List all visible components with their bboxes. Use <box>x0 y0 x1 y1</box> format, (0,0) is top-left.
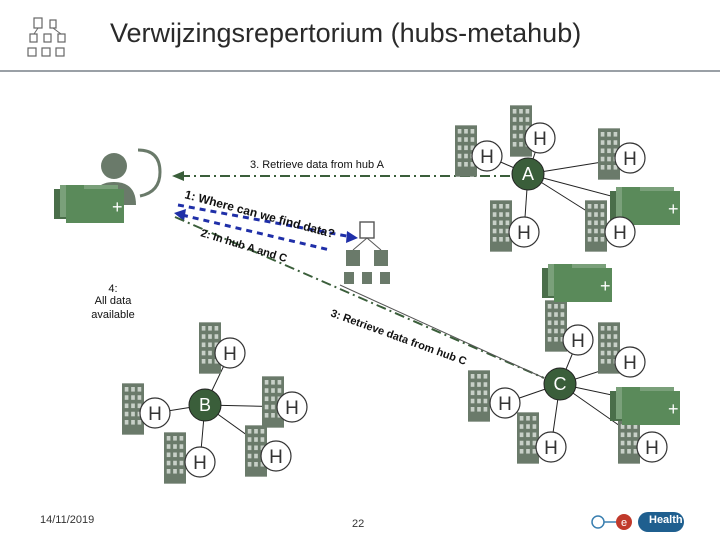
metahub-icon <box>344 221 390 284</box>
svg-text:H: H <box>623 149 637 170</box>
local-folder-icon <box>54 185 124 223</box>
svg-text:A: A <box>522 164 534 184</box>
svg-text:H: H <box>571 331 585 352</box>
page-number: 22 <box>352 518 365 530</box>
hub-b: B <box>188 388 222 422</box>
hub-a: A <box>511 157 545 191</box>
svg-text:H: H <box>533 129 547 150</box>
svg-text:H: H <box>498 394 512 415</box>
svg-text:H: H <box>613 223 627 244</box>
footer-date: 14/11/2019 <box>40 514 95 526</box>
step3c-label: 3: Retrieve data from hub C <box>329 308 468 368</box>
svg-text:H: H <box>480 147 494 168</box>
svg-text:H: H <box>623 353 637 374</box>
step2-label: 2: In hub A and C <box>199 227 288 265</box>
svg-text:H: H <box>517 223 531 244</box>
svg-text:H: H <box>269 447 283 468</box>
step3a-label: 3. Retrieve data from hub A <box>250 159 385 171</box>
svg-text:H: H <box>148 404 162 425</box>
svg-text:H: H <box>223 344 237 365</box>
svg-text:H: H <box>645 438 659 459</box>
ehealth-logo-text: Health <box>649 514 683 526</box>
title-divider <box>0 70 720 72</box>
step4-line3: available <box>91 309 134 321</box>
svg-text:C: C <box>554 374 567 394</box>
hub-c: C <box>543 367 577 401</box>
ehealth-logo-icon: e <box>591 512 684 532</box>
svg-text:H: H <box>544 438 558 459</box>
svg-text:B: B <box>199 395 211 415</box>
page-title: Verwijzingsrepertorium (hubs-metahub) <box>110 18 582 48</box>
step4-line2: All data <box>95 295 133 307</box>
network-logo-icon <box>27 17 66 57</box>
svg-text:H: H <box>193 453 207 474</box>
svg-text:e: e <box>621 517 627 529</box>
svg-text:H: H <box>285 398 299 419</box>
step4-line1: 4: <box>108 283 117 295</box>
